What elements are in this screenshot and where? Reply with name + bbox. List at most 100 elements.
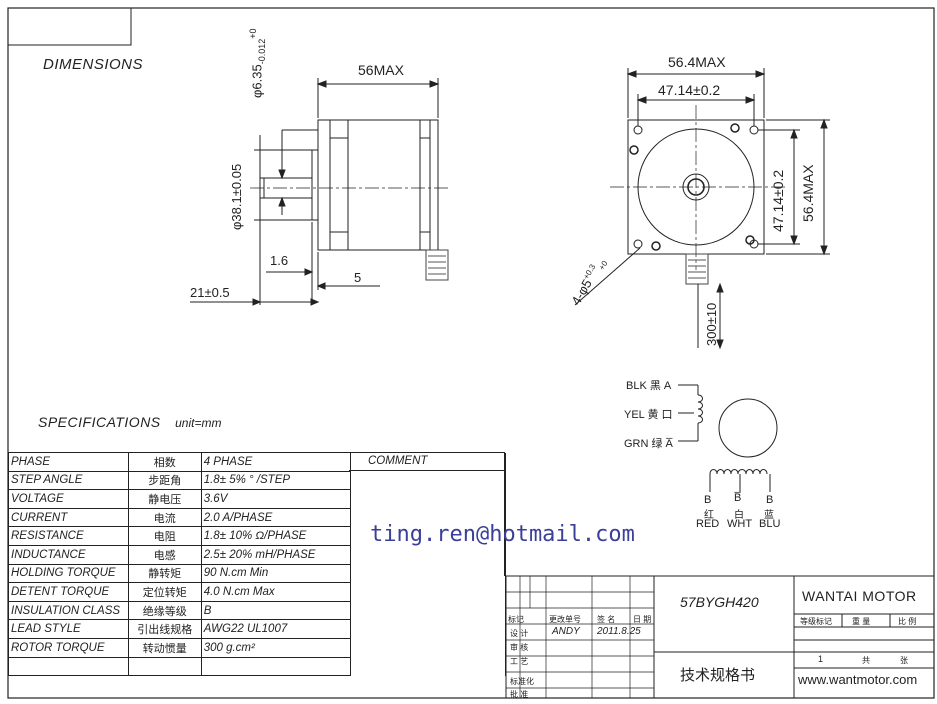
front-view	[574, 68, 830, 350]
spec-name: HOLDING TORQUE	[8, 563, 129, 584]
spec-name: DETENT TORQUE	[8, 582, 129, 602]
email-watermark: ting.ren@hotmail.com	[370, 522, 635, 547]
dim-lead-length: 300±10	[704, 302, 719, 346]
wire-wht-zh: 白	[734, 510, 744, 521]
wire-b-label: B	[704, 494, 712, 506]
dim-shaft-dia: φ6.35-0.012+0	[248, 28, 267, 98]
dim-shaft-len: 21±0.5	[190, 285, 230, 300]
doc-title: 技术规格书	[680, 667, 756, 684]
spec-comment	[350, 582, 506, 602]
spec-name-zh: 定位转矩	[127, 582, 202, 602]
tb-process: 工 艺	[510, 657, 529, 666]
spec-name-zh: 绝缘等级	[127, 600, 202, 621]
comment-right-border	[504, 452, 505, 576]
spec-value: 2.5± 20% mH/PHASE	[200, 544, 352, 565]
dim-length: 56MAX	[358, 62, 404, 78]
spec-name-zh: 电流	[127, 507, 202, 528]
spec-name-zh: 电感	[127, 544, 202, 565]
website: www.wantmotor.com	[798, 672, 918, 687]
wire-bbar-label: B̅	[734, 492, 742, 504]
spec-value: 4.0 N.cm Max	[200, 582, 352, 602]
spec-name	[8, 656, 129, 677]
rotor-circle	[718, 398, 778, 458]
tb-change-no: 更改单号	[549, 615, 581, 624]
spec-name-zh: 相数	[127, 452, 202, 472]
comment-label: COMMENT	[368, 455, 428, 467]
dim-flange-thk: 1.6	[270, 253, 289, 268]
mount-hole	[749, 125, 759, 135]
tb-scale: 比 例	[898, 617, 917, 626]
wire-a-label: BLK 黑 A	[626, 380, 672, 392]
dim-pilot-height: 5	[354, 270, 362, 285]
spec-comment	[350, 471, 506, 490]
dim-hole-spacing-h: 47.14±0.2	[658, 82, 721, 98]
spec-value: 90 N.cm Min	[200, 563, 352, 584]
page-title: DIMENSIONS	[43, 56, 144, 73]
tb-sign: 签 名	[597, 615, 616, 624]
wire-red: RED	[696, 518, 720, 530]
spec-name-zh: 电阻	[127, 526, 202, 546]
tb-design: 设 计	[510, 629, 529, 638]
dim-width-max: 56.4MAX	[668, 54, 726, 70]
dim-hole-spacing-v: 47.14±0.2	[770, 169, 786, 232]
spec-value: 2.0 A/PHASE	[200, 507, 352, 528]
spec-value: 3.6V	[200, 489, 352, 509]
wire-red-zh: 红	[704, 510, 714, 521]
spec-value: 4 PHASE	[200, 452, 352, 472]
comment-divider	[349, 470, 505, 471]
spec-value: 1.8± 10% Ω/PHASE	[200, 526, 352, 546]
tb-review: 审 核	[510, 643, 529, 652]
spec-name-zh: 步距角	[127, 470, 202, 491]
design-date: 2011.8.25	[597, 626, 641, 637]
spec-name-zh: 静转矩	[127, 563, 202, 584]
spec-name: RESISTANCE	[8, 526, 129, 546]
company-name: WANTAI MOTOR	[802, 588, 917, 604]
spec-value	[200, 656, 352, 677]
tb-weight: 重 量	[852, 617, 871, 626]
wiring-diagram	[678, 384, 778, 492]
side-view	[190, 78, 450, 306]
wire-c-label: YEL 黄 口	[624, 409, 673, 421]
mount-hole	[633, 125, 643, 135]
comment-top-border	[349, 452, 505, 453]
spec-name: STEP ANGLE	[8, 470, 129, 491]
tb-date-label: 日 期	[633, 615, 652, 624]
spec-comment	[350, 564, 506, 583]
spec-name: INSULATION CLASS	[8, 600, 129, 621]
spec-comment	[350, 657, 506, 676]
tb-marks: 等级标记	[800, 617, 832, 626]
specifications-heading: SPECIFICATIONS unit=mm	[38, 414, 222, 430]
wire-abar-label: GRN 绿 A̅	[624, 438, 673, 450]
wire-blu-zh: 蓝	[764, 510, 774, 521]
spec-comment	[350, 508, 506, 527]
spec-comment	[350, 601, 506, 620]
spec-name: ROTOR TORQUE	[8, 637, 129, 658]
wire-b2-label: B	[766, 494, 774, 506]
spec-comment	[350, 489, 506, 509]
title-block-lines	[505, 575, 934, 698]
tb-sheet-total: 共	[862, 656, 870, 665]
spec-value: 300 g.cm²	[200, 637, 352, 658]
spec-value: 1.8± 5% ° /STEP	[200, 470, 352, 491]
wire-wht: WHT	[727, 518, 753, 530]
tb-approve: 批 准	[510, 690, 529, 699]
tb-sheet-no: 1	[818, 654, 824, 664]
spec-value: B	[200, 600, 352, 621]
tb-sheet-label: 张	[900, 656, 908, 665]
model-number: 57BYGH420	[680, 594, 759, 610]
spec-comment	[350, 526, 506, 546]
corner-box	[8, 8, 132, 46]
spec-comment	[350, 452, 506, 472]
spec-name: VOLTAGE	[8, 489, 129, 509]
